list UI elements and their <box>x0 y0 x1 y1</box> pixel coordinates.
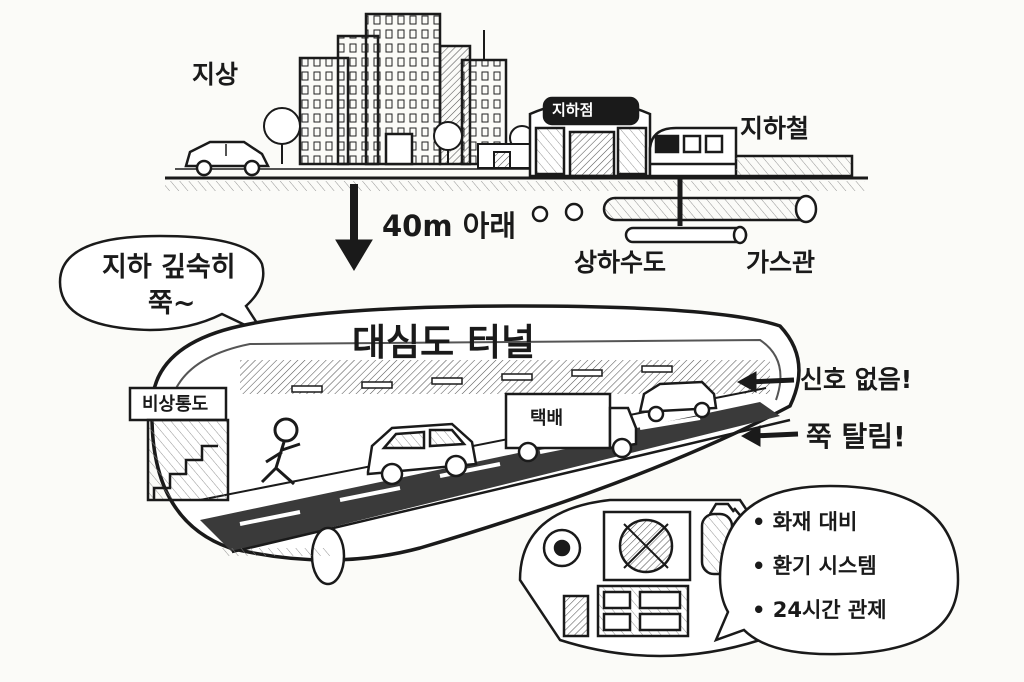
water-pipe-label: 상하수도 <box>574 248 667 277</box>
subway-train <box>648 126 854 178</box>
emergency-exit-label: 비상통도 <box>142 394 209 415</box>
depth-arrow <box>335 184 373 271</box>
delivery-truck <box>504 392 638 463</box>
dash-label: 쭉 탈림! <box>806 420 906 453</box>
running-person <box>260 417 301 486</box>
small-shops <box>477 143 535 169</box>
tunnel-car <box>366 422 478 486</box>
tunnel-title: 대심도 터널 <box>352 321 536 364</box>
underground-mall-entrance <box>528 96 652 178</box>
speech-text-line2: 쭉~ <box>148 288 196 319</box>
emergency-exit <box>128 386 230 502</box>
store-sign: 지하점 <box>552 101 594 119</box>
surface-car <box>184 140 271 177</box>
ground-label: 지상 <box>192 60 239 89</box>
speech-bubble <box>58 234 268 338</box>
city-buildings <box>298 12 508 166</box>
feature-item: • 환기 시스템 <box>752 554 877 578</box>
feature-item: • 24시간 관제 <box>752 598 887 622</box>
subway-label: 지하철 <box>740 114 810 143</box>
feature-item: • 화재 대비 <box>752 510 858 534</box>
depth-label: 40m 아래 <box>382 209 517 243</box>
speech-text-line1: 지하 깊숙히 <box>102 252 236 283</box>
truck-label: 택배 <box>530 408 564 429</box>
tunnel-ceiling-lights <box>291 365 673 393</box>
far-car <box>638 380 718 423</box>
no-signal-label: 신호 없음! <box>800 365 913 394</box>
features-bubble <box>713 484 960 656</box>
underground-pipes <box>531 178 818 245</box>
side-arrows <box>736 371 799 447</box>
gas-pipe-label: 가스관 <box>746 248 816 277</box>
